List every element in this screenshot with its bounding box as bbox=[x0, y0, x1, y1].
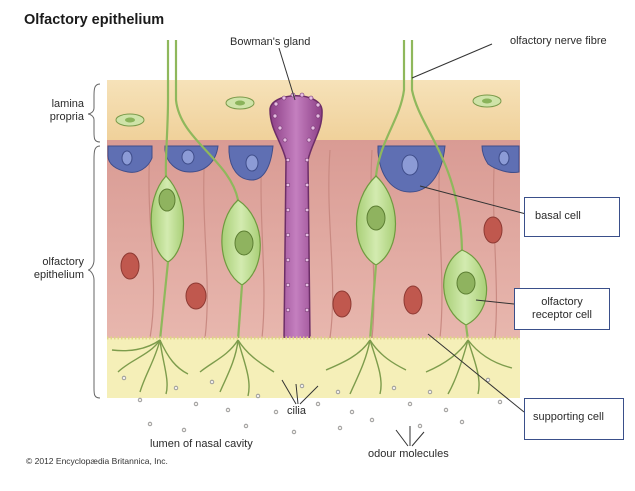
cilia bbox=[111, 339, 513, 397]
label-olfactory-nerve-fibre: olfactory nerve fibre bbox=[510, 35, 607, 47]
label-supporting-cell: supporting cell bbox=[533, 411, 604, 423]
supporting-cell-nuclei bbox=[120, 216, 503, 318]
leader-odour-3 bbox=[411, 431, 425, 447]
leader-bowmans-gland bbox=[278, 47, 296, 101]
bracket-lamina-propria bbox=[87, 83, 101, 143]
label-lumen-of-nasal-cavity: lumen of nasal cavity bbox=[150, 438, 253, 450]
label-bowmans-gland: Bowman's gland bbox=[230, 36, 311, 48]
leader-cilia-1 bbox=[281, 379, 297, 405]
bracket-olfactory-epithelium bbox=[87, 145, 101, 399]
odour-molecules bbox=[121, 375, 503, 435]
label-olfactory-epithelium: olfactory epithelium bbox=[33, 256, 84, 281]
diagram-title: Olfactory epithelium bbox=[24, 12, 165, 28]
label-lamina-propria: lamina propria bbox=[49, 98, 84, 123]
receptor-cell-box: olfactory receptor cell bbox=[514, 288, 610, 330]
basal-cells bbox=[107, 145, 520, 193]
leader-cilia-2 bbox=[295, 383, 299, 405]
leader-lines bbox=[278, 43, 527, 447]
olfactory-receptor-cells bbox=[150, 175, 488, 341]
label-cilia: cilia bbox=[287, 405, 306, 417]
olfactory-nerve-fibres bbox=[164, 40, 464, 251]
mucus-layer bbox=[107, 336, 520, 398]
label-odour-molecules: odour molecules bbox=[368, 448, 449, 460]
basal-cell-box: basal cell bbox=[524, 197, 620, 237]
label-olfactory-receptor-cell: olfactory receptor cell bbox=[532, 296, 592, 321]
copyright-notice: © 2012 Encyclopædia Britannica, Inc. bbox=[26, 456, 168, 466]
leader-odour-1 bbox=[395, 429, 409, 447]
supporting-cell-box: supporting cell bbox=[524, 398, 624, 440]
leader-basal-cell bbox=[419, 185, 527, 215]
label-basal-cell: basal cell bbox=[535, 210, 581, 222]
leader-receptor-cell bbox=[475, 299, 515, 305]
leader-cilia-3 bbox=[299, 385, 319, 405]
leader-supporting-cell bbox=[427, 333, 525, 413]
leader-olfactory-nerve-fibre bbox=[411, 43, 493, 79]
